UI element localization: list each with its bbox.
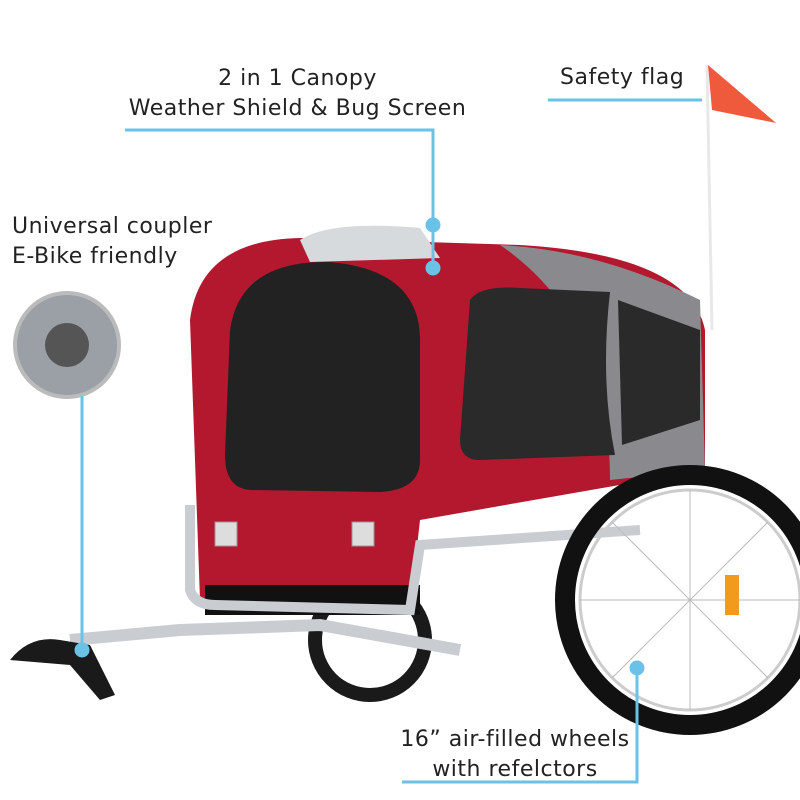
wheels-label-line2: with refelctors — [432, 757, 598, 782]
wheels-callout-line — [402, 668, 639, 784]
right-wheel — [555, 465, 800, 735]
canopy-label-line2: Weather Shield & Bug Screen — [128, 96, 467, 121]
canopy-label-line1: 2 in 1 Canopy — [218, 66, 377, 91]
canopy-rollup — [300, 225, 440, 262]
side-mesh-window — [460, 287, 615, 460]
wheel-reflector — [725, 575, 739, 615]
flag-label: Safety flag — [560, 65, 685, 90]
wheels-callout: 16” air-filled wheels with refelctors — [385, 725, 645, 785]
coupler-callout: Universal coupler E-Bike friendly — [12, 212, 212, 272]
coupler-label-line2: E-Bike friendly — [12, 244, 178, 269]
wheels-label-line1: 16” air-filled wheels — [400, 727, 630, 752]
coupler-label-line1: Universal coupler — [12, 214, 213, 239]
flag-pole — [705, 64, 714, 331]
reflector-right — [351, 521, 375, 547]
reflector-left — [214, 521, 238, 547]
canopy-callout: 2 in 1 Canopy Weather Shield & Bug Scree… — [110, 64, 485, 124]
coupler-strap — [10, 639, 115, 700]
safety-flag — [708, 65, 776, 123]
front-mesh-window — [225, 261, 420, 492]
tow-bar — [69, 618, 462, 656]
